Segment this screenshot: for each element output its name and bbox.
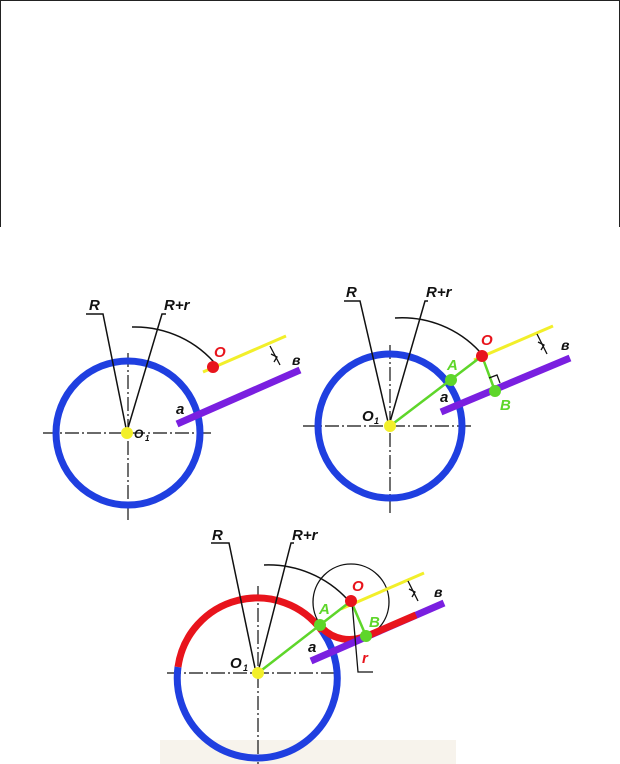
line-a bbox=[439, 354, 572, 416]
arc-R-plus-r bbox=[263, 564, 349, 601]
point-O bbox=[476, 350, 488, 362]
line-O-B bbox=[480, 355, 497, 392]
label-A: A bbox=[318, 601, 330, 618]
arc-conjugation-big bbox=[174, 594, 325, 668]
right-angle-mark bbox=[488, 374, 501, 384]
line-a bbox=[175, 366, 302, 428]
label-R-plus-r: R+r bbox=[426, 284, 453, 301]
label-R-plus-r: R+r bbox=[164, 297, 191, 314]
line-O1-O bbox=[257, 600, 352, 674]
point-A bbox=[445, 374, 457, 386]
label-O: O bbox=[481, 332, 493, 349]
label-O: O bbox=[214, 344, 226, 361]
label-R: R bbox=[212, 527, 223, 544]
line-O-B bbox=[349, 600, 368, 637]
point-O1 bbox=[252, 667, 264, 679]
label-a: a bbox=[440, 389, 448, 406]
dim-v-arrow bbox=[537, 341, 545, 351]
label-a: a bbox=[308, 639, 316, 656]
panel-2: R R+r O A B O 1 a в bbox=[303, 284, 572, 515]
label-R: R bbox=[89, 297, 100, 314]
leader-Rr bbox=[389, 300, 428, 423]
label-R-plus-r: R+r bbox=[292, 527, 319, 544]
leader-R bbox=[86, 313, 127, 429]
label-O1: O bbox=[230, 655, 242, 672]
line-a-tangent bbox=[363, 611, 418, 641]
line-O1-O bbox=[389, 355, 483, 427]
point-A bbox=[314, 619, 326, 631]
point-O1 bbox=[384, 420, 396, 432]
label-v: в bbox=[292, 352, 301, 368]
label-r: r bbox=[362, 650, 369, 667]
circle-R-remaining bbox=[173, 628, 341, 762]
label-O: O bbox=[352, 578, 364, 595]
point-O bbox=[345, 595, 357, 607]
label-O1: O bbox=[362, 408, 374, 425]
label-O1-sub: 1 bbox=[145, 434, 150, 443]
point-O bbox=[207, 361, 219, 373]
leader-R bbox=[211, 542, 256, 669]
leader-Rr bbox=[127, 313, 166, 429]
circle-R bbox=[52, 357, 204, 509]
label-O1-sub: 1 bbox=[374, 416, 379, 426]
label-v: в bbox=[561, 337, 570, 353]
point-O1 bbox=[121, 427, 133, 439]
panel-1: R R+r O O 1 a в bbox=[43, 297, 302, 520]
leader-R bbox=[344, 300, 389, 423]
dim-v-arrow bbox=[270, 353, 278, 363]
point-B bbox=[489, 385, 501, 397]
dim-v-arrow bbox=[408, 588, 416, 598]
leader-r bbox=[351, 601, 373, 673]
arc-R-plus-r bbox=[131, 326, 219, 368]
leader-Rr bbox=[258, 542, 294, 669]
label-a: a bbox=[176, 401, 184, 418]
point-B bbox=[360, 630, 372, 642]
label-B: B bbox=[500, 397, 511, 414]
label-O1: O bbox=[134, 427, 144, 441]
label-R: R bbox=[346, 284, 357, 301]
circle-R bbox=[314, 350, 466, 502]
panel-3: R R+r O A B O 1 a r в bbox=[160, 527, 456, 764]
label-B: B bbox=[369, 614, 380, 631]
arc-R-plus-r bbox=[394, 317, 481, 353]
label-A: A bbox=[446, 357, 458, 374]
label-O1-sub: 1 bbox=[243, 663, 248, 673]
label-v: в bbox=[434, 584, 443, 600]
